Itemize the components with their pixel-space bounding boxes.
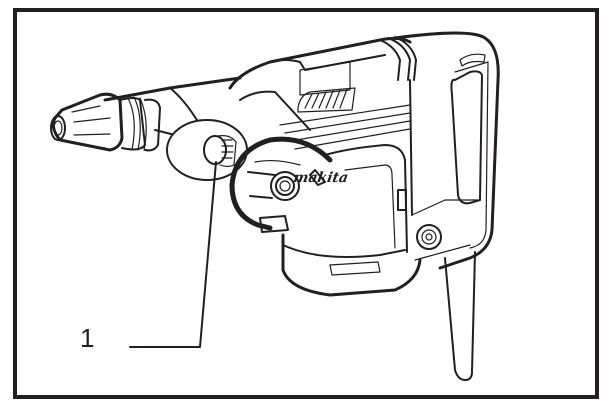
callout-number-1: 1 (80, 323, 95, 353)
tool-chuck (50, 92, 161, 152)
rear-handle (393, 31, 500, 270)
figure-frame (13, 8, 599, 399)
lower-housing (281, 144, 422, 297)
side-knob (397, 189, 481, 261)
side-grip (444, 251, 476, 381)
callout-leader-line (129, 161, 217, 348)
mode-dial (229, 136, 333, 233)
motor-housing (228, 36, 417, 216)
brand-logo: makita (292, 170, 349, 186)
